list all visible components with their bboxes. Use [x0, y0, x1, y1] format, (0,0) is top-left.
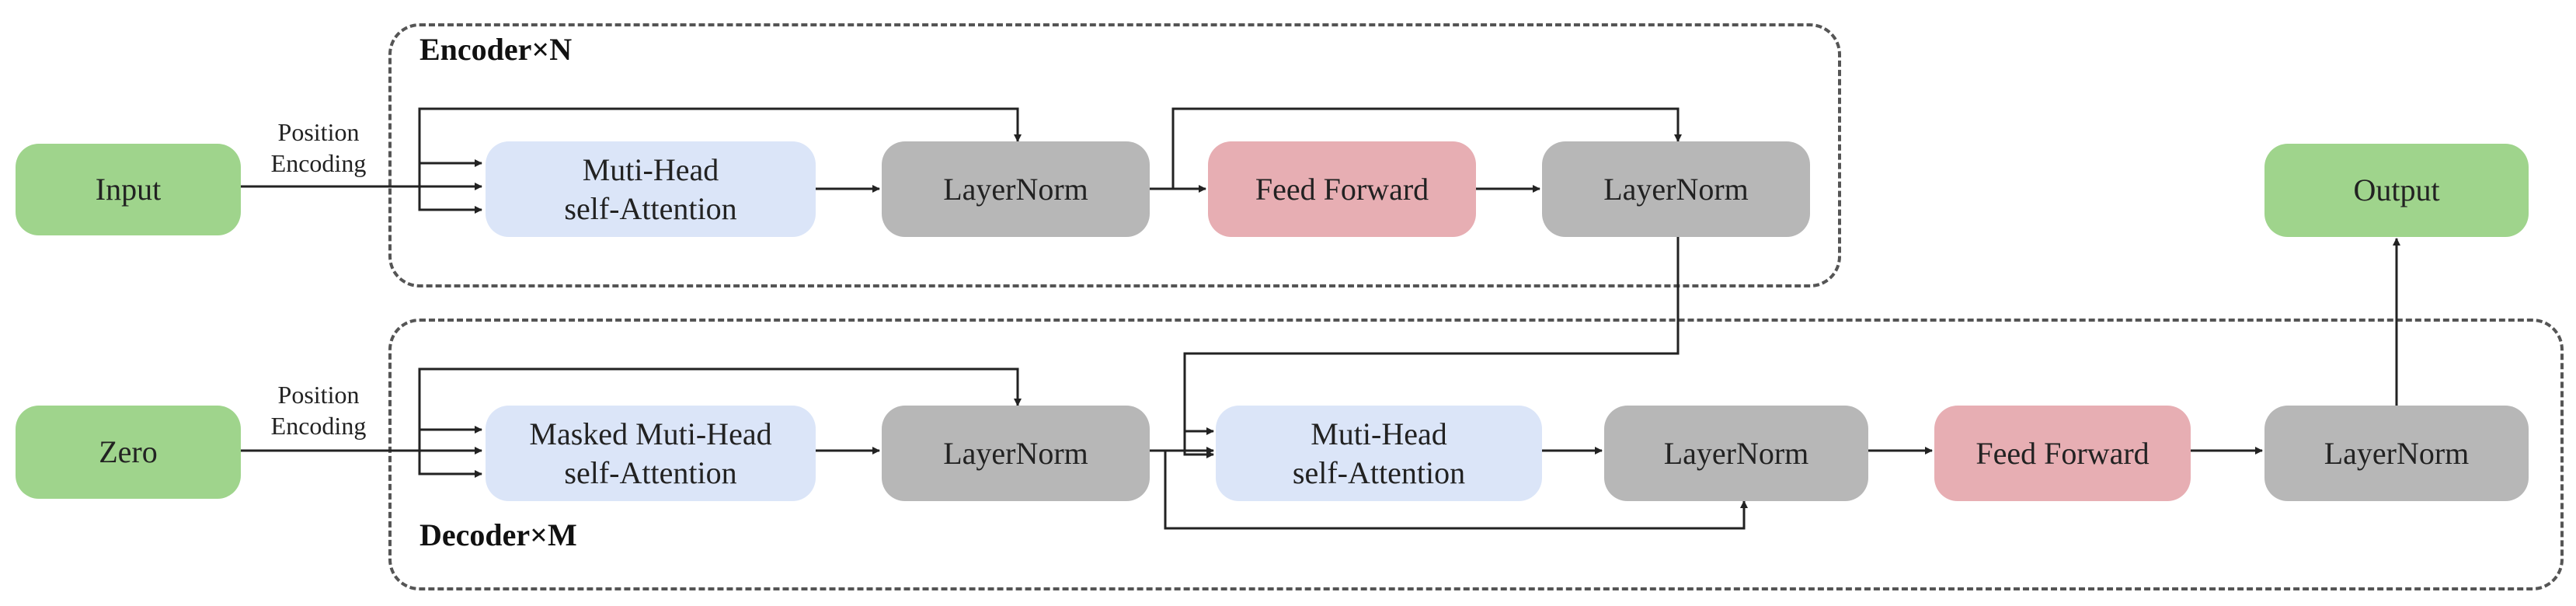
encoder-feed-forward-node: Feed Forward	[1208, 141, 1476, 237]
enc-to-dec-line	[1183, 237, 1680, 435]
decoder-layernorm-2-node: LayerNorm	[1604, 406, 1868, 501]
decoder-cross-attention-node: Muti-Head self-Attention	[1216, 406, 1542, 501]
decoder-layernorm-3-node: LayerNorm	[2264, 406, 2529, 501]
encoder-attention-node: Muti-Head self-Attention	[486, 141, 816, 237]
dec-branch-bottom	[418, 451, 482, 478]
encoder-layernorm-1-node: LayerNorm	[882, 141, 1150, 237]
enc-to-dec-branch	[1183, 431, 1214, 458]
decoder-input-node: Zero	[16, 406, 241, 499]
decoder-label: Decoder×M	[419, 517, 577, 552]
encoder-layernorm-2-node: LayerNorm	[1542, 141, 1810, 237]
dec-residual-1	[418, 367, 1022, 430]
enc-residual-2	[1171, 107, 1682, 189]
encoder-input-node: Input	[16, 144, 241, 235]
output-node: Output	[2264, 144, 2529, 237]
enc-residual-1	[418, 107, 1022, 163]
decoder-masked-attention-node: Masked Muti-Head self-Attention	[486, 406, 816, 501]
encoder-label: Encoder×N	[419, 32, 573, 67]
decoder-position-encoding-label: Position Encoding	[270, 381, 367, 440]
decoder-layernorm-1-node: LayerNorm	[882, 406, 1150, 501]
dec-residual-2	[1164, 451, 1748, 530]
encoder-group	[388, 23, 1841, 287]
encoder-position-encoding-label: Position Encoding	[270, 118, 367, 177]
decoder-group	[388, 319, 2564, 590]
enc-branch-bottom	[418, 186, 482, 214]
enc-branch-top	[418, 159, 482, 186]
decoder-feed-forward-node: Feed Forward	[1934, 406, 2191, 501]
dec-branch-top	[418, 426, 482, 451]
